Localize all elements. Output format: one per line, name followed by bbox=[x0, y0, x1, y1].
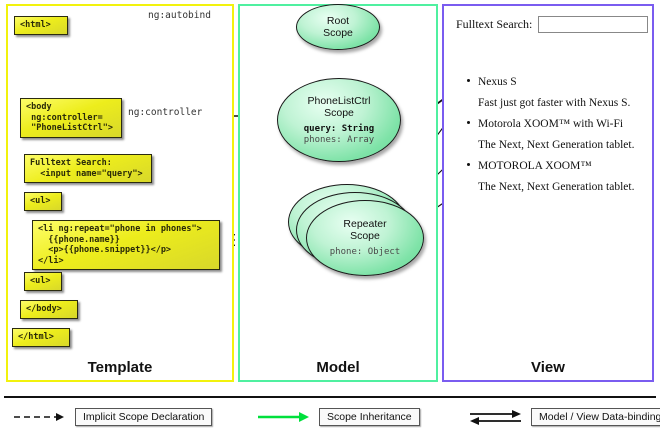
legend-item-scope-inheritance: Scope Inheritance bbox=[256, 408, 420, 426]
label-ng-controller: ng:controller bbox=[128, 107, 203, 118]
legend-separator bbox=[4, 396, 656, 398]
panel-model-label: Model bbox=[316, 359, 360, 376]
legend-label: Scope Inheritance bbox=[319, 408, 420, 426]
search-input[interactable] bbox=[538, 16, 649, 33]
code-box-body-close[interactable]: </body> bbox=[20, 300, 78, 319]
scope-phonelistctrl-prop-query: query: String bbox=[303, 123, 375, 134]
bullet-icon bbox=[467, 163, 470, 166]
bullet-icon bbox=[467, 121, 470, 124]
legend-item-implicit-scope-declaration: Implicit Scope Declaration bbox=[12, 408, 213, 426]
code-box-fulltext-search[interactable]: Fulltext Search: <input name="query"> bbox=[24, 154, 152, 183]
legend-item-model-view-data-binding: Model / View Data-binding bbox=[468, 408, 660, 426]
code-box-ul-close[interactable]: <ul> bbox=[24, 272, 62, 291]
view-search-row: Fulltext Search: bbox=[456, 16, 649, 33]
bullet-icon bbox=[467, 79, 470, 82]
panel-view: View bbox=[442, 4, 654, 382]
scope-phonelistctrl-title-line1: PhoneListCtrl bbox=[307, 94, 371, 107]
phone-name: Nexus S bbox=[478, 76, 517, 88]
list-item[interactable]: MOTOROLA XOOM™ The Next, Next Generation… bbox=[467, 160, 656, 193]
panel-view-label: View bbox=[531, 359, 565, 376]
scope-phonelistctrl-title-line2: Scope bbox=[324, 106, 354, 119]
code-box-body-open[interactable]: <body ng:controller= "PhoneListCtrl"> bbox=[20, 98, 122, 138]
label-ng-autobind: ng:autobind bbox=[148, 10, 211, 21]
code-box-ul-open[interactable]: <ul> bbox=[24, 192, 62, 211]
double-arrow-icon bbox=[470, 410, 521, 425]
scope-phonelistctrl[interactable]: PhoneListCtrl Scope query: String phones… bbox=[277, 78, 401, 162]
view-phone-list: Nexus S Fast just got faster with Nexus … bbox=[467, 76, 656, 202]
legend: Implicit Scope Declaration Scope Inherit… bbox=[0, 404, 660, 432]
legend-label: Model / View Data-binding bbox=[531, 408, 660, 426]
dashed-arrow-icon bbox=[14, 413, 64, 421]
scope-repeater-title-line2: Scope bbox=[350, 230, 380, 242]
phone-snippet: The Next, Next Generation tablet. bbox=[478, 181, 635, 193]
scope-repeater-prop-phone: phone: Object bbox=[329, 247, 401, 257]
code-box-html-close[interactable]: </html> bbox=[12, 328, 70, 347]
code-box-html-open[interactable]: <html> bbox=[14, 16, 68, 35]
code-box-li-repeat[interactable]: <li ng:repeat="phone in phones"> {{phone… bbox=[32, 220, 220, 270]
phone-snippet: Fast just got faster with Nexus S. bbox=[478, 97, 631, 109]
scope-root-title-line2: Scope bbox=[323, 27, 353, 39]
view-search-label: Fulltext Search: bbox=[456, 17, 533, 31]
scope-root[interactable]: Root Scope bbox=[296, 4, 380, 50]
scope-repeater-title-line1: Repeater bbox=[343, 218, 387, 230]
phone-name: MOTOROLA XOOM™ bbox=[478, 160, 592, 172]
scope-root-title-line1: Root bbox=[326, 15, 350, 27]
phone-snippet: The Next, Next Generation tablet. bbox=[478, 139, 635, 151]
phone-name: Motorola XOOM™ with Wi-Fi bbox=[478, 118, 624, 130]
legend-label: Implicit Scope Declaration bbox=[75, 408, 213, 426]
scope-repeater[interactable]: Repeater Scope phone: Object bbox=[306, 200, 424, 276]
scope-phonelistctrl-prop-phones: phones: Array bbox=[303, 134, 375, 145]
green-arrow-icon bbox=[258, 412, 309, 422]
list-item[interactable]: Nexus S Fast just got faster with Nexus … bbox=[467, 76, 656, 109]
panel-template-label: Template bbox=[87, 359, 153, 376]
list-item[interactable]: Motorola XOOM™ with Wi-Fi The Next, Next… bbox=[467, 118, 656, 151]
